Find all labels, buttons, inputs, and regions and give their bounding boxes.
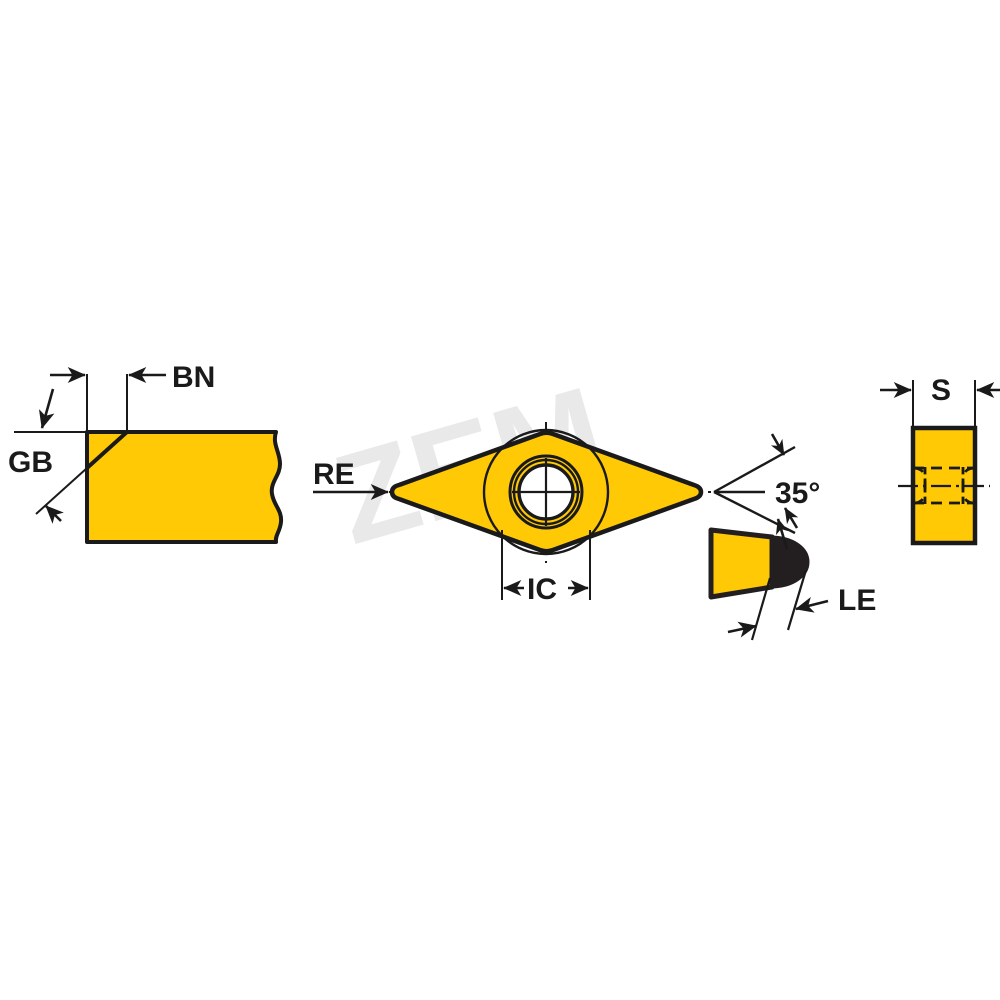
ic-label: IC <box>527 573 557 606</box>
nose-wedge-body <box>708 527 775 600</box>
angle-arrow-upper <box>770 433 786 456</box>
re-label: RE <box>313 458 355 491</box>
chamfer-detail-view: BN GB <box>8 361 284 544</box>
s-label: S <box>931 374 951 407</box>
angle-label: 35° <box>775 477 820 510</box>
chamfer-detail-body <box>85 430 284 544</box>
le-label: LE <box>838 584 876 617</box>
gb-arrow-lower <box>45 505 64 524</box>
gb-arrow-upper <box>38 388 55 429</box>
le-arrow-right <box>795 597 829 613</box>
insert-top-view: RE IC 35° <box>313 422 820 606</box>
side-view-hidden-lines <box>913 466 975 505</box>
bn-label: BN <box>172 361 215 394</box>
gb-label: GB <box>8 446 53 479</box>
hole-outer-ring <box>482 428 610 556</box>
insert-side-view: S <box>880 374 1000 546</box>
hole-countersink-ring <box>508 454 584 530</box>
le-arrow-left <box>727 621 757 638</box>
angle-arrow-lower <box>783 507 799 529</box>
nose-detail-callout-arrow <box>775 518 789 550</box>
chamfer-slope-extension-line <box>35 431 128 515</box>
nose-detail-view: LE <box>708 518 876 641</box>
